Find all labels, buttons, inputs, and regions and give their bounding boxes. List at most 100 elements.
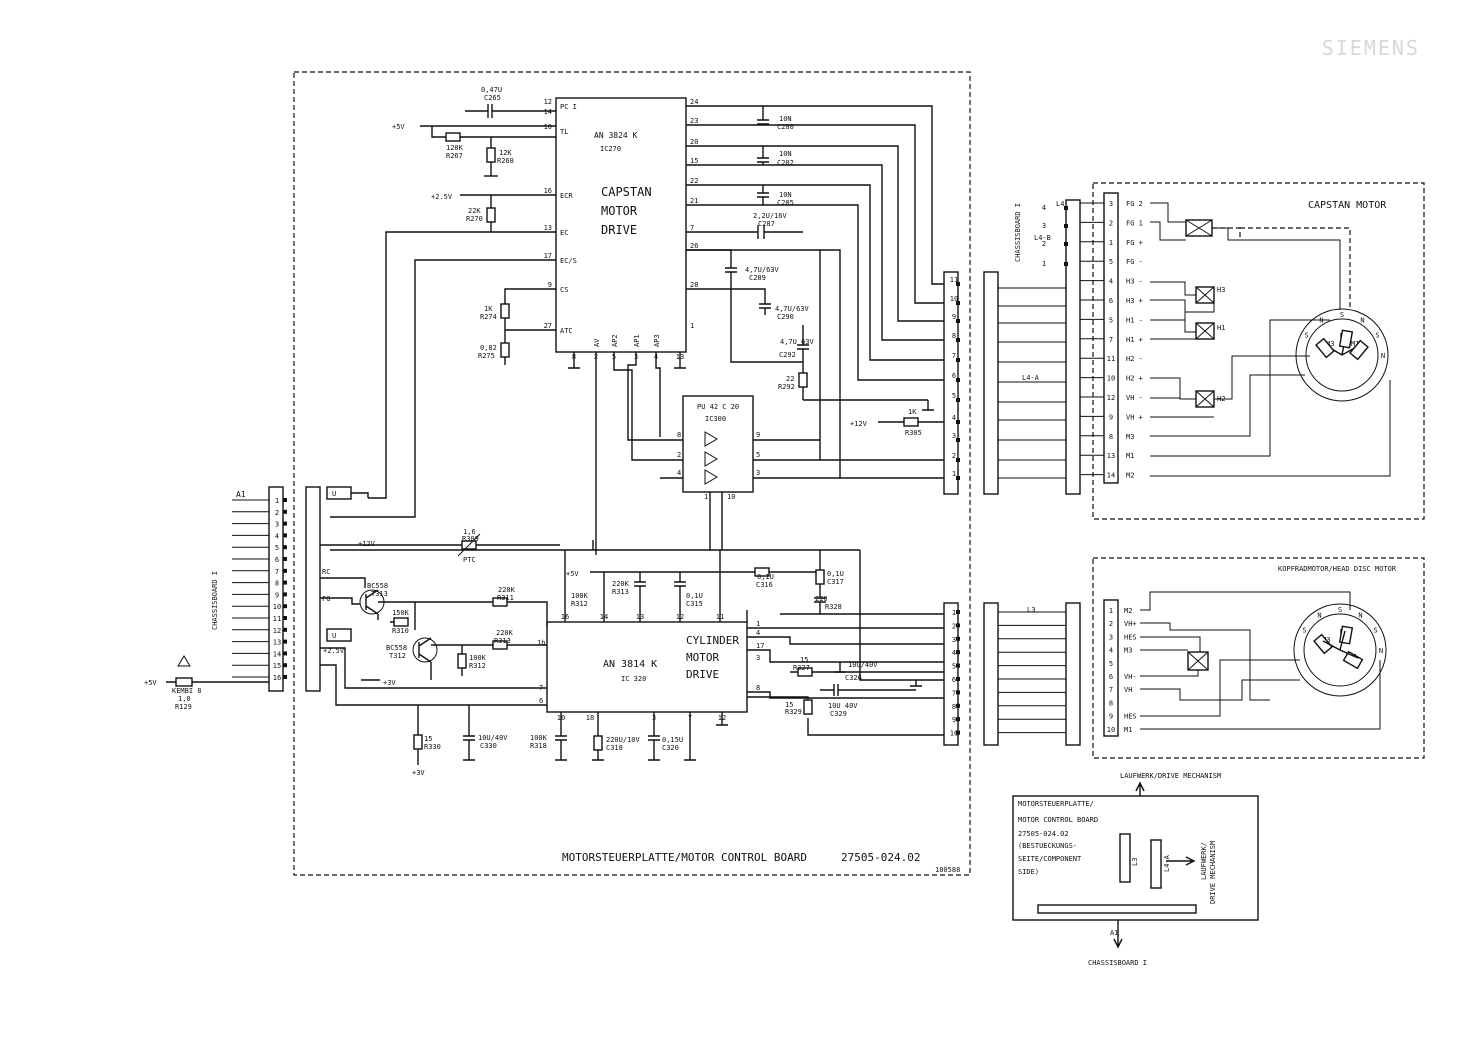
r310-value: 150K	[392, 609, 410, 617]
r318-ref: R330	[424, 743, 441, 751]
fuse-type: KEMBI 8	[172, 687, 202, 695]
capstan-pin-num: 7	[1109, 336, 1113, 344]
ic320-function-3: DRIVE	[686, 668, 719, 681]
r327-value: 0,1U	[827, 570, 844, 578]
l4a-pin-terminal	[956, 458, 960, 462]
c326-value: 220	[815, 595, 828, 603]
head-wire	[1140, 679, 1300, 701]
a1-pin-num: 5	[275, 544, 279, 552]
c326-ref: R328	[825, 603, 842, 611]
l4b-label: L4-B	[1034, 234, 1051, 242]
legend-side-label-1: LAUFWERK/	[1200, 842, 1208, 880]
capstan-pin-num: 6	[1109, 297, 1113, 305]
rail-2v5: +2.5V	[431, 193, 453, 201]
ic270-pin-name: CS	[560, 286, 568, 294]
ic270-pin-num: 28	[690, 281, 698, 289]
ic270-pin-name: AP1	[633, 334, 641, 347]
c265-value: 0,47U	[481, 86, 502, 94]
legend-line-1: MOTORSTEUERPLATTE/	[1018, 800, 1094, 808]
c315-ref: R312	[571, 600, 588, 608]
ic320-pin-num: 18	[586, 714, 594, 722]
legend-line-2: MOTOR CONTROL BOARD	[1018, 816, 1098, 824]
l4a-pin-num: 9	[952, 313, 956, 321]
ic270-pin-num: 26	[690, 242, 698, 250]
l3-pin-terminal	[956, 610, 960, 614]
ic300-pin-5: 5	[756, 451, 760, 459]
head-pin-name: M3	[1124, 647, 1132, 655]
l4b-pin-terminal	[1064, 206, 1068, 210]
c280-ref: C280	[777, 123, 794, 131]
l4a-pin-num: 6	[952, 372, 956, 380]
a1-input-connector: A1 CHASSISBOARD I 1234567891011121314151…	[211, 486, 321, 692]
capstan-wiring	[1150, 202, 1391, 477]
head-pin-name: HES	[1124, 713, 1137, 721]
capstan-pin-name: H3 +	[1126, 297, 1143, 305]
c282-ref: C282	[777, 159, 794, 167]
ic320-supply-network: +5V 100K R312 220K R313 0,1U C315 0,1U C…	[330, 540, 955, 681]
c321-ref: C320	[662, 744, 679, 752]
ic270-ref: IC270	[600, 145, 621, 153]
head-pin-name: VH+	[1124, 620, 1137, 628]
capstan-pin-name: H2 +	[1126, 375, 1143, 383]
c290-ref: C290	[777, 313, 794, 321]
capstan-wire	[1150, 377, 1196, 400]
ic270-pin-num: 14	[544, 108, 552, 116]
a1-pin-terminal	[283, 592, 287, 597]
l4a-pin-num: 11	[950, 276, 958, 284]
transistor-section: U U +12V 1,6 R309 PTC RC FG BC558 T313 2…	[144, 486, 560, 711]
ic270-pin-name: EC/S	[560, 257, 577, 265]
faded-header: SIEMENS	[1322, 36, 1420, 60]
a1-pin-num: 14	[273, 650, 281, 658]
rotor-pole: N	[1358, 611, 1362, 619]
capstan-pin-name: H2 -	[1126, 355, 1143, 363]
head-pin-num: 6	[1109, 673, 1113, 681]
legend-l3-label: L3	[1131, 858, 1139, 866]
capstan-wire	[1150, 374, 1305, 437]
a1-pin-terminal	[283, 521, 287, 526]
ic270-pin-num: 20	[690, 138, 698, 146]
ic320-pin-1b: 1b	[537, 639, 545, 647]
l4a-pin-terminal	[956, 282, 960, 286]
capstan-dashed-wire	[1212, 227, 1351, 310]
l3-pin-terminal	[956, 730, 960, 735]
legend-line-4: (BESTUECKUNGS-	[1018, 842, 1077, 850]
ic270-pin-num: 24	[690, 98, 698, 106]
ptc-label: PTC	[463, 556, 476, 564]
head-pin-name: M1	[1124, 726, 1132, 734]
ic270-pin-name: TL	[560, 128, 568, 136]
rotor-pole: S	[1340, 311, 1344, 319]
ic320-pin-num: 8	[756, 684, 760, 692]
capstan-pin-num: 5	[1109, 258, 1113, 266]
l4a-pin-terminal	[956, 301, 960, 305]
l4a-pin-terminal	[956, 420, 960, 424]
ic270-pin-num: 22	[690, 177, 698, 185]
rail-2v5-left: +2.5V	[323, 647, 345, 655]
r129-ref: R129	[175, 703, 192, 711]
r312-ref-text: R312	[469, 662, 486, 670]
a1-pin-terminal	[283, 498, 287, 502]
capstan-hall-sensors: H3 H1 H2	[1185, 219, 1225, 408]
ic270-pin-num: 7	[690, 224, 694, 232]
t313-type: BC558	[367, 582, 388, 590]
r320-value: 220U/10V	[606, 736, 641, 744]
r267-value: 120K	[446, 144, 464, 152]
l4a-pin-num: 8	[952, 332, 956, 340]
a1-pin-num: 8	[275, 580, 279, 588]
l4a-pin-num: 4	[952, 414, 956, 422]
l3-pin-terminal	[956, 650, 960, 655]
l4a-pin-terminal	[956, 338, 960, 342]
rc-label: RC	[322, 568, 330, 576]
l3-pin-terminal	[956, 703, 960, 708]
ic270-function-1: CAPSTAN	[601, 185, 652, 199]
ic300-pin-3: 3	[756, 469, 760, 477]
c289-ref: C289	[749, 274, 766, 282]
r275-ref: R275	[478, 352, 495, 360]
l3-pin-num: 4	[952, 649, 956, 657]
capstan-pin-name: H1 -	[1126, 316, 1143, 324]
ic320-part: AN 3814 K	[603, 659, 657, 670]
ic270-pin-num: 12	[544, 98, 552, 106]
rotor-pole: N	[1379, 647, 1383, 655]
l4a-link-lines	[998, 287, 1066, 479]
